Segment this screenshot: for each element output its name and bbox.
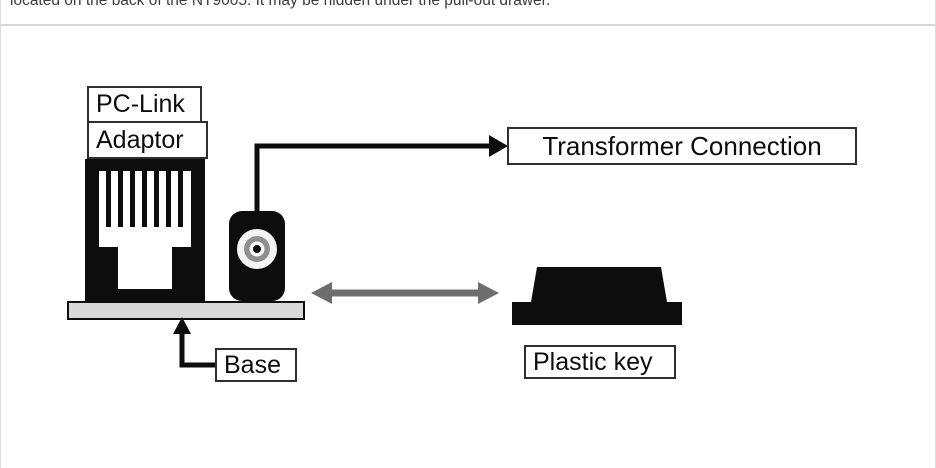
- page-caption-text: located on the back of the NT9005. It ma…: [10, 0, 551, 9]
- base-label: Base: [215, 348, 297, 382]
- double-arrow-left-head: [311, 282, 332, 304]
- rj11-pins: [106, 171, 183, 227]
- horizontal-rule: [0, 24, 936, 26]
- rj11-jack-icon: [85, 159, 205, 303]
- plastic-key-icon: [512, 267, 682, 325]
- transformer-arrow: [254, 135, 508, 213]
- base-platform: [67, 301, 305, 320]
- pc-link-label: PC-Link: [87, 86, 202, 123]
- rj11-pin: [166, 171, 171, 227]
- rj11-pin: [178, 171, 183, 227]
- transformer-connection-label: Transformer Connection: [507, 127, 857, 165]
- plastic-key-label: Plastic key: [524, 345, 676, 379]
- double-arrow-right-head: [478, 282, 499, 304]
- adaptor-label: Adaptor: [87, 121, 208, 159]
- base-arrow-line: [179, 333, 217, 368]
- page-left-border: [0, 0, 1, 468]
- transformer-arrowhead: [489, 135, 508, 157]
- rj11-pin: [142, 171, 147, 227]
- double-headed-arrow: [311, 282, 499, 304]
- power-connector-socket-pin: [253, 245, 261, 253]
- rj11-pin: [130, 171, 135, 227]
- rj11-pin: [118, 171, 123, 227]
- rj11-pin: [106, 171, 111, 227]
- power-connector-icon: [229, 211, 285, 301]
- transformer-arrow-line: [254, 143, 491, 213]
- base-arrowhead: [173, 317, 191, 334]
- rj11-pin: [154, 171, 159, 227]
- base-arrow: [173, 317, 217, 368]
